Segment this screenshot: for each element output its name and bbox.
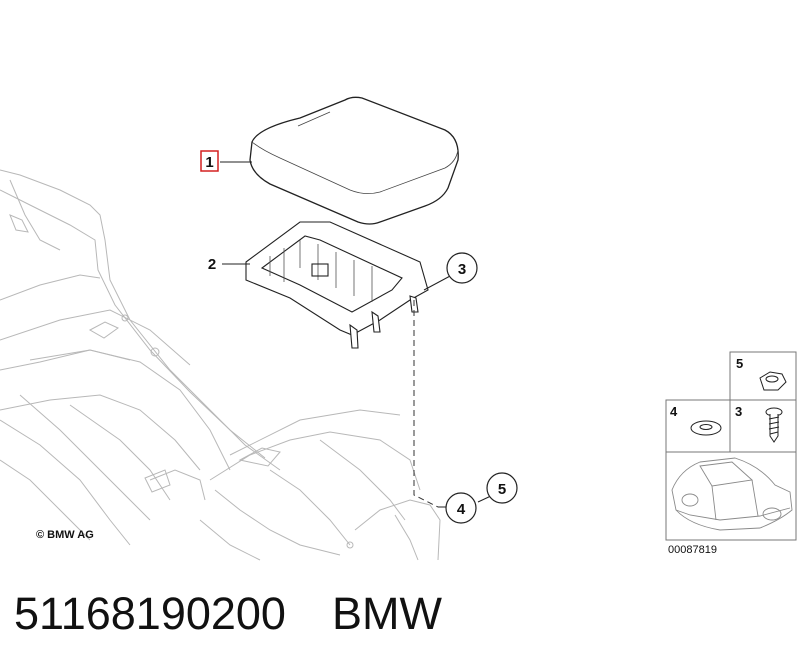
screw-icon <box>765 407 783 443</box>
brand-name: BMW <box>331 588 442 639</box>
center-console-drawing <box>0 169 441 561</box>
small-parts-legend <box>665 351 797 541</box>
callout-1[interactable]: 1 <box>200 150 219 172</box>
legend-item-5[interactable]: 5 <box>736 356 787 391</box>
part-number: 51168190200 <box>14 588 286 639</box>
callout-1-highlight <box>200 150 219 172</box>
legend-item-4-label: 4 <box>670 404 678 419</box>
callout-5-circle <box>486 472 518 504</box>
callout-3-circle <box>446 252 478 284</box>
vehicle-thumbnail <box>671 457 793 531</box>
assembly-guide-line <box>413 300 439 508</box>
armrest-base-frame-part <box>245 221 429 349</box>
copyright-text: © BMW AG <box>36 529 94 541</box>
armrest-cushion-part <box>249 96 459 225</box>
hex-nut-icon <box>759 371 787 391</box>
callout-5[interactable]: 5 <box>486 472 518 504</box>
legend-item-4[interactable]: 4 <box>670 404 722 436</box>
callout-4-circle <box>445 492 477 524</box>
callout-3-label: 3 <box>458 261 466 278</box>
legend-item-5-label: 5 <box>736 356 743 371</box>
legend-item-3[interactable]: 3 <box>735 404 783 443</box>
drawing-number: 00087819 <box>668 544 717 556</box>
callout-4[interactable]: 4 <box>445 492 477 524</box>
callout-5-label: 5 <box>498 481 506 498</box>
callout-2[interactable]: 2 <box>208 256 216 273</box>
washer-icon <box>690 420 722 436</box>
callout-3[interactable]: 3 <box>446 252 478 284</box>
part-number-footer: 51168190200 BMW <box>14 588 442 640</box>
callout-2-label: 2 <box>208 256 216 273</box>
callout-1-label: 1 <box>205 154 213 171</box>
legend-item-3-label: 3 <box>735 404 742 419</box>
callout-4-label: 4 <box>457 501 466 518</box>
